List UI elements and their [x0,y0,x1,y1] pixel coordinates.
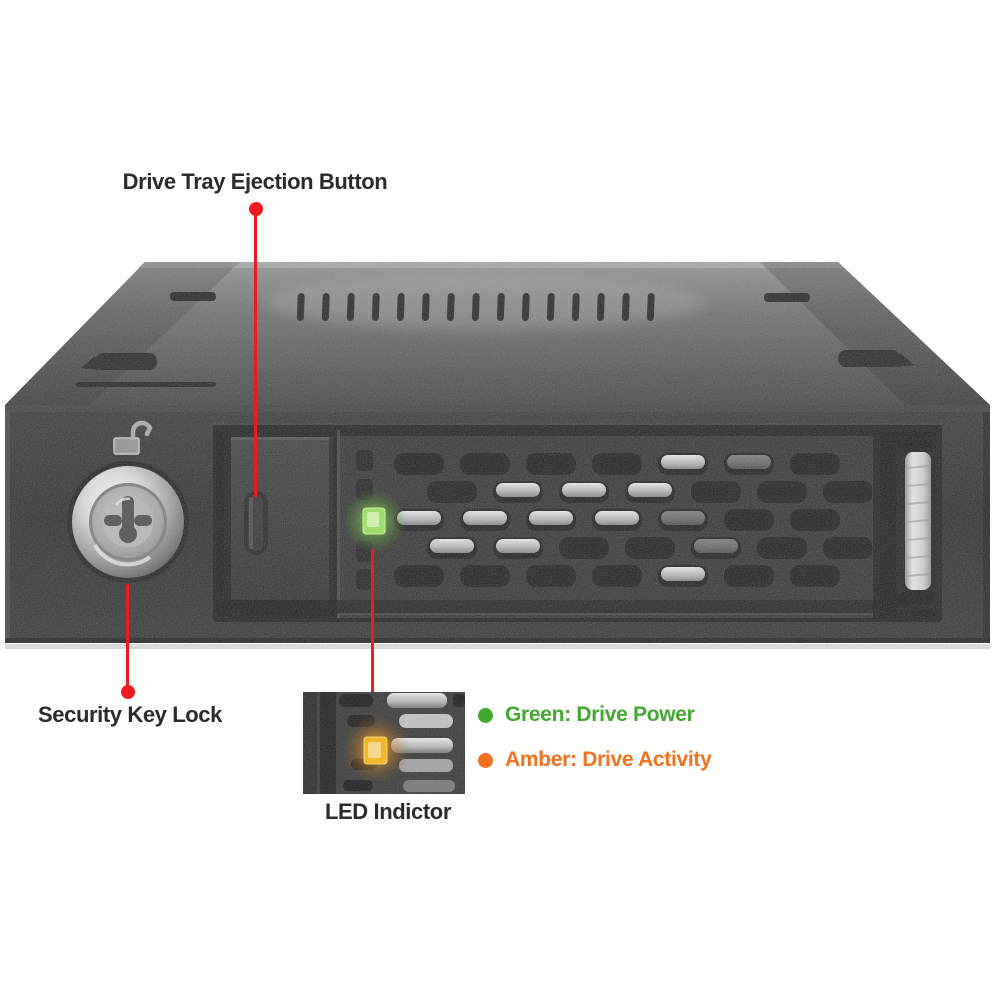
metal-texture-overlay [5,262,990,643]
legend-item-green: Green: Drive Power [478,700,712,730]
amber-bullet-icon [478,752,493,768]
led-closeup-inset [303,692,465,794]
callout-label-led-indicator: LED Indictor [325,799,451,824]
callout-line-led [371,549,374,694]
legend-text-amber: Amber: Drive Activity [505,748,712,771]
legend-text-green: Green: Drive Power [505,703,695,726]
callout-dot-key-lock [121,685,135,699]
callout-label-ejection-button: Drive Tray Ejection Button [122,169,388,194]
led-legend: Green: Drive Power Amber: Drive Activity [478,700,712,790]
legend-item-amber: Amber: Drive Activity [478,745,712,775]
callout-line-key-lock [126,584,129,692]
green-bullet-icon [478,707,493,723]
mobile-rack-device [5,262,990,649]
callout-label-key-lock: Security Key Lock [38,702,222,727]
callout-line-ejection-button [254,209,257,497]
